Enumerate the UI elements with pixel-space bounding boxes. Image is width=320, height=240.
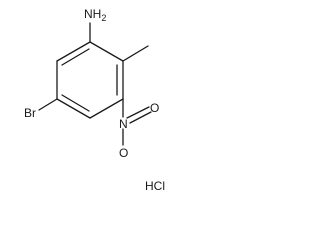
bond-bromine [38, 98, 58, 111]
bond-nitro-oxygen-top-double [129, 111, 152, 124]
bromine-label: Br [24, 106, 36, 120]
bond-methyl [122, 45, 149, 62]
benzene-ring [56, 41, 124, 119]
amine-nh: NH [84, 7, 101, 21]
ring-bond-c6-c1 [56, 41, 91, 62]
chemical-structure: NH2 Br N O O HCl [24, 7, 165, 193]
ring-bond-c6-c1-inner [61, 48, 90, 66]
bond-nitro-oxygen-top [126, 106, 150, 119]
amine-label: NH2 [84, 7, 106, 23]
amine-subscript: 2 [101, 13, 106, 23]
salt-label: HCl [145, 179, 165, 193]
nitro-oxygen-top-label: O [150, 101, 159, 115]
ring-bond-c3-c4 [89, 98, 124, 119]
ring-bond-c4-c5-inner [61, 94, 90, 112]
ring-bond-c4-c5 [56, 98, 91, 119]
nitro-nitrogen-label: N [119, 117, 128, 131]
nitro-oxygen-bottom-label: O [119, 146, 128, 160]
ring-bond-c1-c2 [89, 41, 124, 62]
